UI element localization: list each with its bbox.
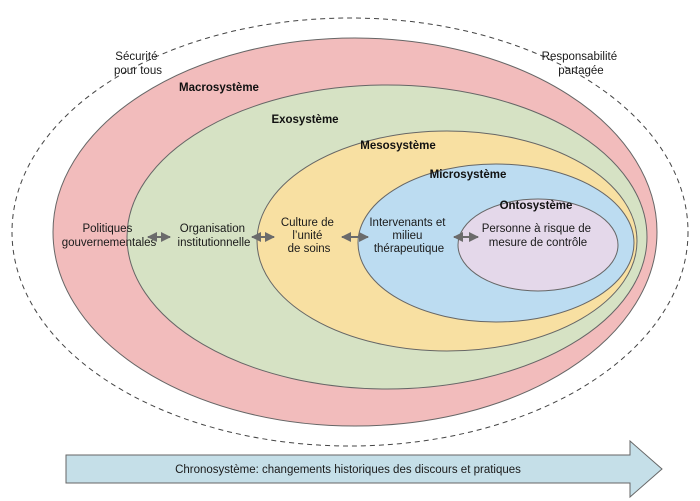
ontosystem-label: Personne à risque de mesure de contrôle <box>482 223 595 249</box>
ontosystem-ellipse <box>457 198 619 292</box>
mesosystem-title: Mesosystème <box>360 140 435 152</box>
outer-dashed-boundary <box>11 17 689 447</box>
microsystem-label: Intervenants et milieu thérapeutique <box>369 217 448 255</box>
corner-label-left: Sécurité pour tous <box>114 51 162 77</box>
microsystem-title: Microsystème <box>430 169 507 181</box>
corner-label-right: Responsabilité partagée <box>542 51 621 77</box>
macrosystem-title: Macrosystème <box>179 82 259 94</box>
ontosystem-title: Ontosystème <box>500 200 573 212</box>
exosystem-label: Organisation institutionnelle <box>178 223 251 249</box>
chronosystem-label: Chronosystème: changements historiques d… <box>175 464 521 476</box>
macrosystem-label: Politiques gouvernementales <box>62 223 157 249</box>
chronosystem-arrow <box>65 439 663 499</box>
exosystem-title: Exosystème <box>271 114 338 126</box>
mesosystem-label: Culture de l’unité de soins <box>281 217 337 255</box>
